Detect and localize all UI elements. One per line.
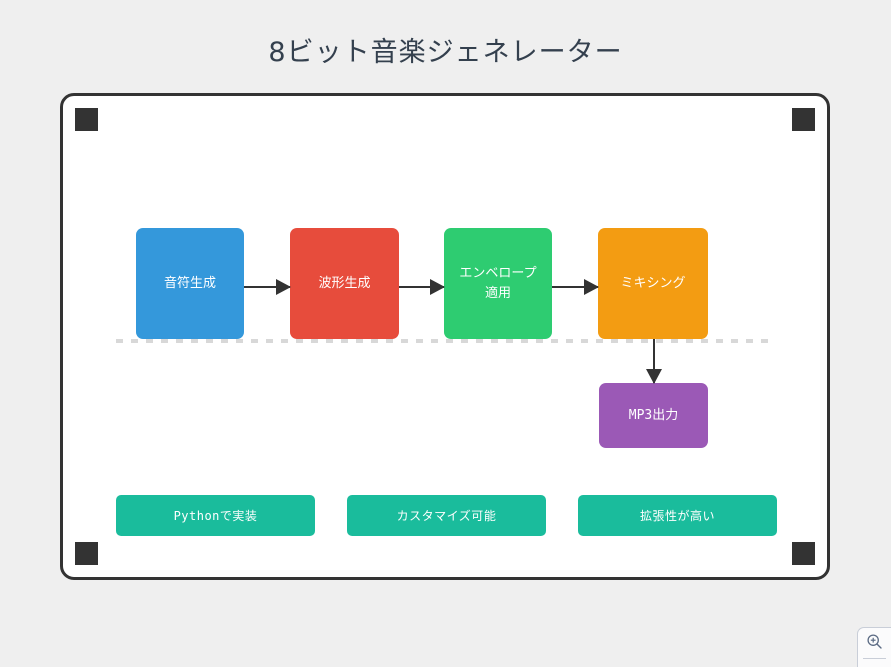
- pipeline-box-mp3-output[interactable]: MP3出力: [599, 383, 708, 448]
- arrow-mixing-to-mp3-output: [646, 339, 662, 384]
- feature-pill-customizable[interactable]: カスタマイズ可能: [347, 495, 546, 536]
- corner-marker-top-right: [792, 108, 815, 131]
- zoom-in-button[interactable]: [858, 628, 891, 658]
- corner-marker-bottom-left: [75, 542, 98, 565]
- pipeline-box-note-generation[interactable]: 音符生成: [136, 228, 244, 339]
- pipeline-box-waveform-generation[interactable]: 波形生成: [290, 228, 399, 339]
- feature-pill-extensible[interactable]: 拡張性が高い: [578, 495, 777, 536]
- arrow-envelope-to-mixing: [552, 279, 599, 295]
- diagram-frame: 音符生成 波形生成 エンベロープ 適用 ミキシング MP3出力 Pythonで実…: [60, 93, 830, 580]
- page-title: 8ビット音楽ジェネレーター: [268, 37, 623, 68]
- magnifier-plus-icon: [866, 633, 883, 654]
- baseline-divider: [116, 339, 769, 343]
- pipeline-box-envelope-apply[interactable]: エンベロープ 適用: [444, 228, 552, 339]
- zoom-control-divider: [863, 658, 886, 659]
- corner-marker-bottom-right: [792, 542, 815, 565]
- feature-pill-python[interactable]: Pythonで実装: [116, 495, 315, 536]
- zoom-control-panel: [857, 627, 891, 667]
- pipeline-box-mixing[interactable]: ミキシング: [598, 228, 708, 339]
- corner-marker-top-left: [75, 108, 98, 131]
- arrow-waveform-to-envelope: [399, 279, 445, 295]
- arrow-note-to-waveform: [244, 279, 291, 295]
